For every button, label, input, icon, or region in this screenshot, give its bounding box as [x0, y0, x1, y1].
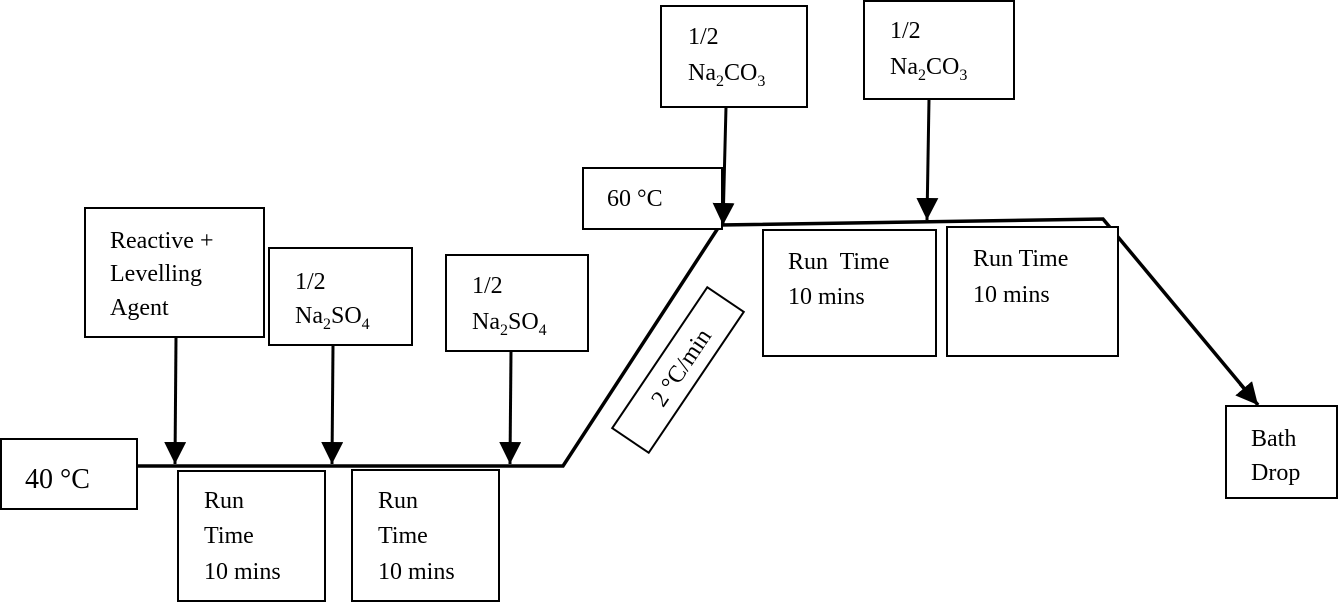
- addition-line: Reactive +: [110, 228, 214, 254]
- addition-fraction: 1/2: [890, 18, 921, 44]
- addition-na2co3-second: 1/2 Na2CO3: [863, 0, 1015, 221]
- addition-arrow: [916, 98, 939, 221]
- run-time-line: 10 mins: [204, 559, 281, 585]
- run-time-box: Run Time 10 mins: [351, 469, 500, 602]
- run-time-line: 10 mins: [378, 559, 455, 585]
- run-time-line: Time: [204, 523, 254, 549]
- addition-arrow: [499, 350, 522, 465]
- addition-fraction: 1/2: [688, 24, 719, 50]
- run-time-line: Run Time: [788, 249, 889, 275]
- addition-fraction: 1/2: [472, 273, 503, 299]
- addition-arrow: [712, 106, 735, 226]
- ramp-rate-box: 2 °C/min: [610, 285, 746, 455]
- run-time-line: 10 mins: [788, 284, 865, 310]
- bath-drop-line: Bath: [1251, 426, 1296, 452]
- run-time-box: Run Time 10 mins: [762, 229, 937, 357]
- addition-na2co3-first: 1/2 Na2CO3: [660, 5, 808, 226]
- addition-chemical: Na2SO4: [472, 309, 547, 339]
- run-time-line: Run Time: [973, 246, 1068, 272]
- addition-reactive-levelling-agent: Reactive + Levelling Agent: [84, 207, 265, 465]
- addition-chemical: Na2CO3: [688, 60, 765, 90]
- run-time-line: Run: [204, 488, 244, 514]
- run-time-line: Run: [378, 488, 418, 514]
- addition-line: Levelling: [110, 261, 202, 287]
- bath-drop-arrow: [1235, 381, 1260, 406]
- addition-fraction: 1/2: [295, 269, 326, 295]
- start-temperature-label: 40 °C: [25, 464, 90, 495]
- run-time-line: 10 mins: [973, 282, 1050, 308]
- run-time-line: Time: [378, 523, 428, 549]
- bath-drop-line: Drop: [1251, 460, 1300, 486]
- run-time-box: Run Time 10 mins: [946, 226, 1119, 357]
- hold-temperature-box: 60 °C: [582, 167, 723, 230]
- hold-temperature-label: 60 °C: [607, 186, 663, 212]
- addition-na2so4-first: 1/2 Na2SO4: [268, 247, 413, 465]
- addition-arrow: [321, 344, 344, 465]
- run-time-box: Run Time 10 mins: [177, 470, 326, 602]
- addition-na2so4-second: 1/2 Na2SO4: [445, 254, 589, 465]
- addition-arrow: [164, 336, 187, 465]
- start-temperature-box: 40 °C: [0, 438, 138, 510]
- bath-drop-box: Bath Drop: [1225, 405, 1338, 499]
- addition-chemical: Na2CO3: [890, 54, 967, 84]
- addition-line: Agent: [110, 295, 169, 321]
- addition-chemical: Na2SO4: [295, 303, 370, 333]
